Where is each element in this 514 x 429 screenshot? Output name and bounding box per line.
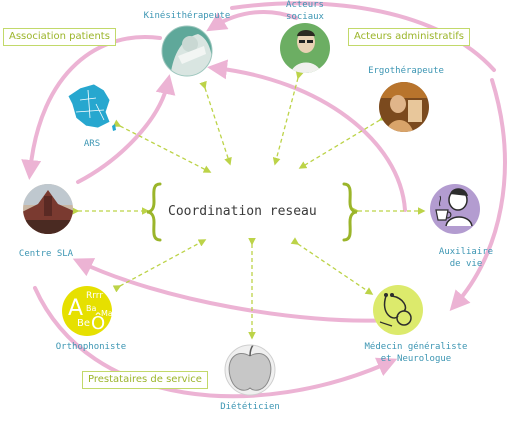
label-ars: ARS	[83, 139, 101, 149]
right-brace	[342, 182, 358, 242]
ortho-logo-a: A	[68, 296, 84, 321]
group-prestataires-service: Prestataires de service	[82, 371, 208, 389]
arrow-top-left-to-centre	[21, 35, 162, 180]
arrow-right-to-kine	[207, 59, 407, 212]
ortho-logo-o: Ô	[91, 313, 106, 334]
arrow-sociaux-to-kine	[206, 9, 298, 32]
ortho-logo-ba: Ba	[86, 304, 97, 313]
center-label: Coordination reseau	[168, 204, 317, 219]
ortho-logo-be: Be	[77, 318, 91, 329]
label-ergotherapeute: Ergothérapeute	[368, 66, 444, 76]
label-dieteticien: Diététicien	[220, 402, 280, 412]
label-orthophoniste: Orthophoniste	[55, 342, 127, 352]
arrow-right-big	[449, 78, 507, 311]
left-brace	[146, 182, 162, 242]
arrow-medecin-to-centre	[72, 258, 392, 323]
arrow-top-curve	[230, 1, 496, 72]
ars-france-map	[65, 83, 116, 133]
centre-sla-photo	[23, 184, 73, 234]
kine-photo	[162, 26, 212, 76]
group-association-patients: Association patients	[3, 28, 116, 46]
ortho-logo-ma: Ma	[101, 309, 113, 318]
arrow-bottom-to-medecin	[33, 286, 398, 399]
ortho-logo-rrrr: Rrrr	[86, 291, 104, 301]
label-auxiliaire-de-vie: Auxiliaire de vie	[438, 247, 494, 269]
ergo-photo	[379, 82, 429, 132]
auxiliaire-icon	[430, 184, 480, 234]
label-medecin-neurologue: Médecin généraliste et Neurologue	[364, 342, 468, 364]
label-acteurs-sociaux: Acteurs sociaux	[286, 0, 324, 22]
coordination-arrows	[71, 70, 426, 340]
label-kinesitherapeute: Kinésithérapeute	[143, 11, 231, 21]
label-centre-sla: Centre SLA	[18, 249, 74, 259]
apple-photo	[225, 345, 275, 395]
ortho-circle	[62, 286, 112, 336]
center-braces	[146, 182, 358, 242]
medecin-icon	[373, 285, 423, 335]
sociaux-photo	[280, 23, 330, 73]
group-acteurs-administratifs: Acteurs administratifs	[348, 28, 470, 46]
